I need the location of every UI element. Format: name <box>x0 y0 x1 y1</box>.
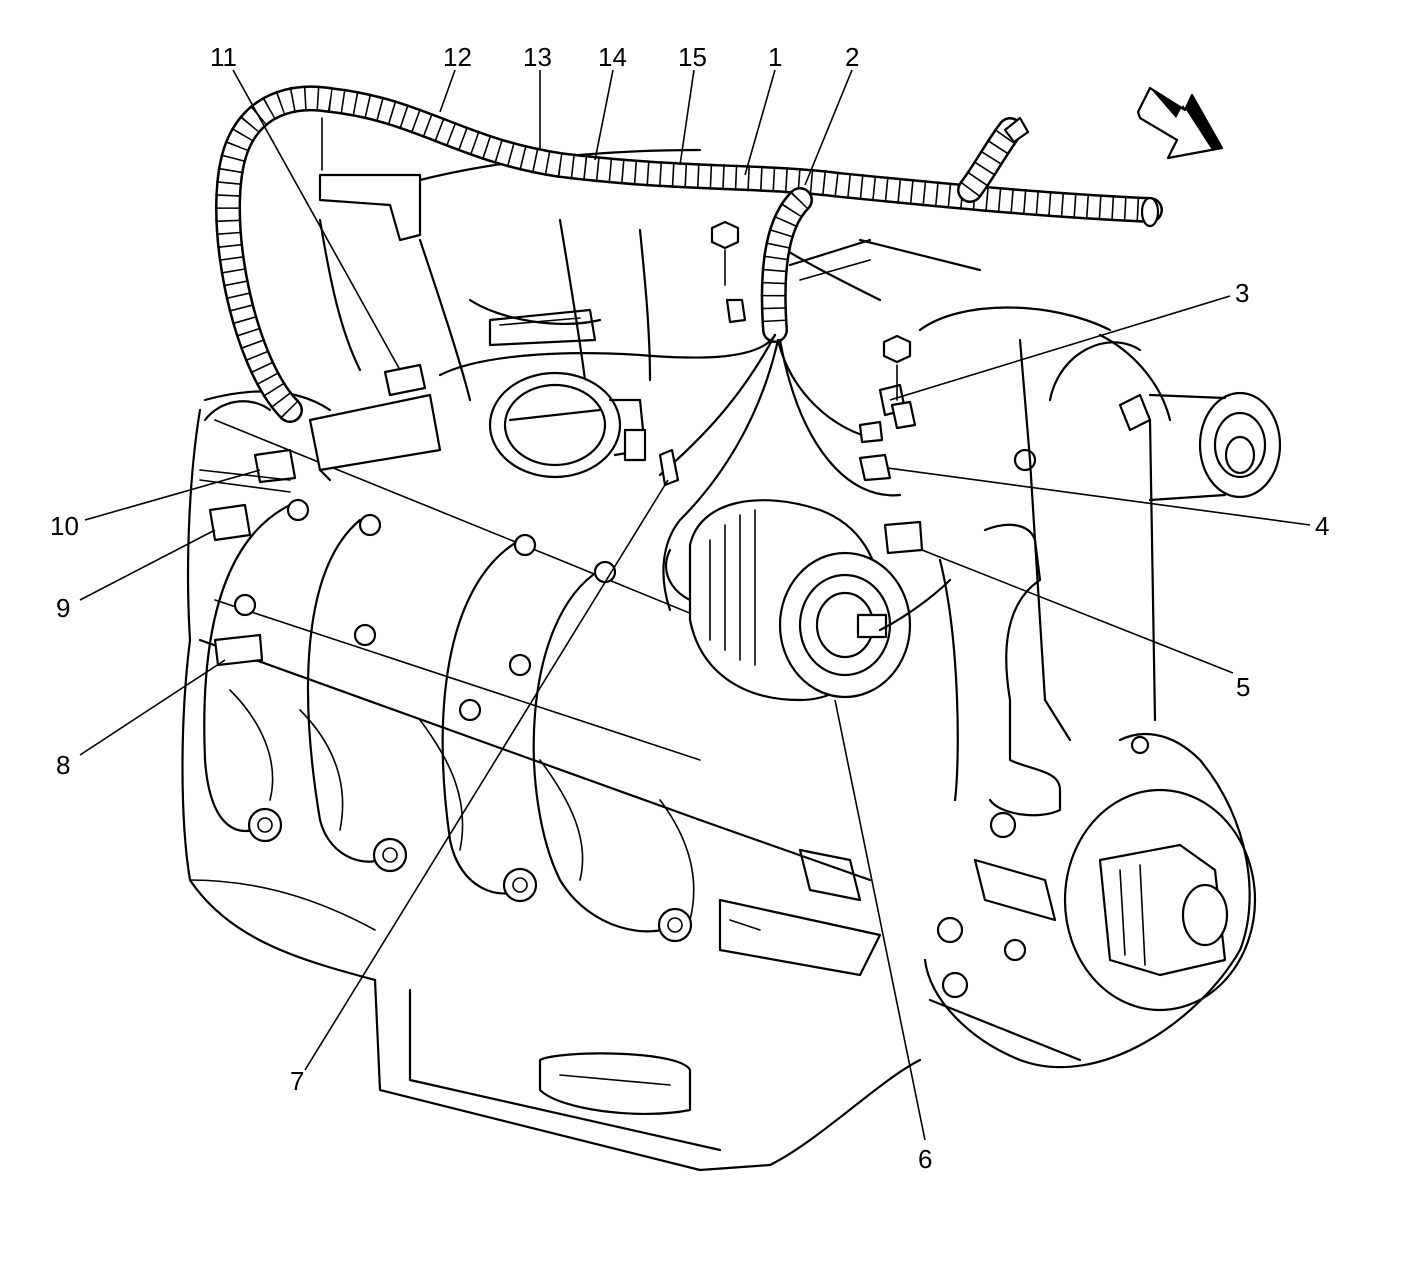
callout-7: 7 <box>290 1066 304 1096</box>
callout-14: 14 <box>598 42 627 72</box>
callout-11: 11 <box>210 42 237 72</box>
harness-branches <box>383 333 924 612</box>
callout-12: 12 <box>443 42 472 72</box>
front-of-vehicle-arrow-icon <box>1136 86 1224 160</box>
throttle-body <box>488 371 647 479</box>
callout-10: 10 <box>50 511 79 541</box>
callout-13: 13 <box>523 42 552 72</box>
callout-8: 8 <box>56 750 70 780</box>
bolts <box>233 448 1150 999</box>
wiring-harness <box>215 85 1163 423</box>
callout-4: 4 <box>1315 511 1329 541</box>
callout-15: 15 <box>678 42 707 72</box>
callout-2: 2 <box>845 42 859 72</box>
callout-labels: 1 2 3 4 5 6 7 8 9 10 11 12 13 14 15 <box>50 42 1329 1174</box>
callout-9: 9 <box>56 593 70 623</box>
water-pump-pulley <box>1048 341 1282 502</box>
studs-nuts <box>321 117 917 430</box>
timing-cover <box>918 306 1251 1069</box>
callout-1: 1 <box>768 42 782 72</box>
callout-3: 3 <box>1235 278 1249 308</box>
callout-5: 5 <box>1236 672 1250 702</box>
callout-6: 6 <box>918 1144 932 1174</box>
left-components <box>199 393 442 667</box>
leader-lines <box>79 69 1311 1141</box>
alternator <box>665 499 952 702</box>
crank-pulley <box>1063 788 1257 1012</box>
spark-plug-wires <box>203 498 693 943</box>
